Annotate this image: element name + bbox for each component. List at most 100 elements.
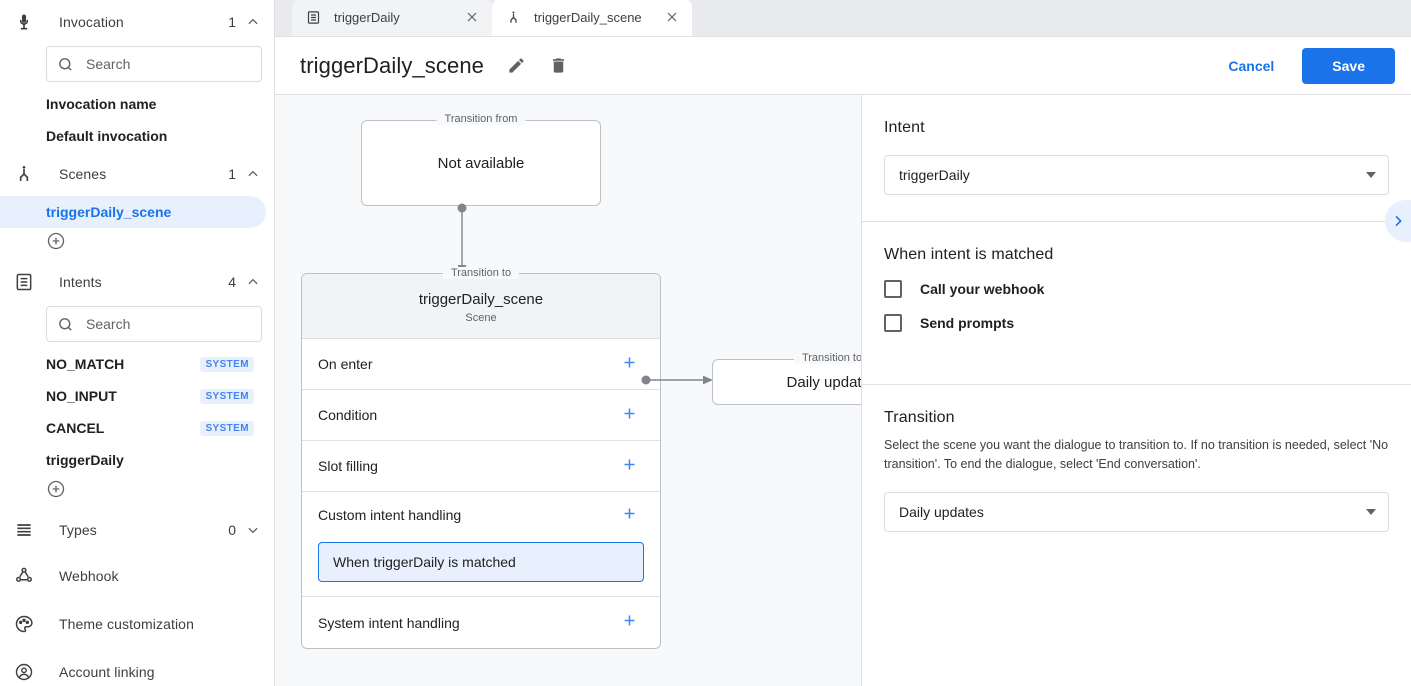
cancel-button[interactable]: Cancel [1214, 49, 1288, 83]
scene-row-system-intent-handling[interactable]: System intent handling [302, 597, 660, 648]
transition-select[interactable]: Daily updates [884, 491, 1389, 532]
transition-section: Transition Select the scene you want the… [862, 385, 1411, 558]
add-intent-icon[interactable] [46, 480, 66, 503]
intents-icon [12, 270, 36, 294]
sidebar-item-label: Account linking [59, 664, 155, 680]
close-icon[interactable] [464, 9, 482, 27]
sidebar-item-label: Invocation name [46, 96, 157, 112]
intents-search-input[interactable] [86, 316, 251, 332]
transition-from-box[interactable]: Transition from Not available [361, 113, 601, 206]
sidebar-item-cancel[interactable]: CANCEL SYSTEM [0, 412, 266, 444]
tab-label: triggerDaily_scene [534, 10, 642, 25]
checkbox-call-your-webhook[interactable]: Call your webhook [884, 280, 1389, 298]
scene-row-custom-intent-handling-block: Custom intent handling When triggerDaily… [302, 492, 660, 597]
sidebar-item-triggerdaily-scene[interactable]: triggerDaily_scene [0, 196, 266, 228]
sidebar-group-label: Invocation [59, 14, 124, 30]
when-intent-matched-heading: When intent is matched [884, 246, 1054, 263]
transition-heading: Transition [884, 409, 955, 426]
status-badge: SYSTEM [200, 388, 254, 404]
connector-horizontal [641, 375, 713, 385]
microphone-icon [12, 10, 36, 34]
sidebar-group-scenes[interactable]: Scenes 1 [0, 152, 274, 196]
checkbox-send-prompts[interactable]: Send prompts [884, 314, 1389, 332]
checkbox-box[interactable] [884, 314, 902, 332]
sidebar-group-types[interactable]: Types 0 [0, 508, 274, 552]
palette-icon [12, 612, 36, 636]
sidebar-item-label: triggerDaily [46, 452, 124, 468]
scene-row-condition[interactable]: Condition [302, 390, 660, 441]
invocation-search-box[interactable] [46, 46, 262, 82]
scene-card-title: triggerDaily_scene [418, 291, 544, 308]
search-icon [59, 57, 72, 71]
tab-label: triggerDaily [334, 10, 400, 25]
plus-icon[interactable] [621, 456, 638, 477]
sidebar-item-label: NO_MATCH [46, 356, 125, 372]
scene-row-label: System intent handling [318, 614, 460, 631]
scene-card-header: triggerDaily_scene Scene [302, 274, 660, 339]
status-badge: SYSTEM [200, 356, 254, 372]
section-gap [884, 332, 1389, 358]
scene-row-on-enter[interactable]: On enter [302, 339, 660, 390]
plus-icon[interactable] [621, 405, 638, 426]
chevron-up-icon[interactable] [246, 167, 260, 181]
page-title: triggerDaily_scene [300, 52, 484, 78]
sidebar-item-no-input[interactable]: NO_INPUT SYSTEM [0, 380, 266, 412]
scene-icon [506, 10, 522, 26]
sidebar-item-invocation-name[interactable]: Invocation name [0, 88, 266, 120]
sidebar-item-label: Default invocation [46, 128, 168, 144]
scene-row-label: Condition [318, 407, 378, 423]
account-circle-icon [12, 660, 36, 684]
search-icon [59, 317, 72, 331]
trash-icon[interactable] [546, 54, 570, 78]
transition-from-value: Not available [437, 154, 525, 172]
sidebar-group-invocation[interactable]: Invocation 1 [0, 0, 274, 44]
scene-card-subtitle: Scene [465, 312, 497, 324]
plus-icon[interactable] [621, 505, 638, 526]
chevron-up-icon[interactable] [246, 275, 260, 289]
list-icon [12, 518, 36, 542]
plus-icon[interactable] [621, 612, 638, 633]
tab-triggerdaily-scene[interactable]: triggerDaily_scene [492, 0, 692, 36]
transition-to-legend: Transition to [442, 267, 520, 279]
scene-row-custom-intent-handling[interactable]: Custom intent handling [302, 492, 660, 538]
transition-to-target-legend: Transition to [793, 352, 861, 364]
sidebar-item-label: NO_INPUT [46, 388, 117, 404]
sidebar-item-account-linking[interactable]: Account linking [0, 648, 274, 686]
save-button[interactable]: Save [1302, 47, 1395, 84]
main-area: triggerDaily triggerDaily_scene triggerD… [275, 0, 1411, 686]
transition-to-target-box[interactable]: Transition to Daily updates [712, 352, 862, 405]
chevron-down-icon[interactable] [246, 523, 260, 537]
sidebar-item-triggerdaily[interactable]: triggerDaily [0, 444, 266, 476]
sidebar-item-theme-customization[interactable]: Theme customization [0, 600, 274, 648]
tab-triggerdaily[interactable]: triggerDaily [292, 0, 492, 36]
chevron-up-icon[interactable] [246, 15, 260, 29]
pencil-icon[interactable] [504, 54, 528, 78]
transition-to-target-value: Daily updates [786, 373, 862, 391]
plus-icon[interactable] [621, 354, 638, 375]
invocation-search-input[interactable] [86, 56, 251, 72]
intent-handler-chip[interactable]: When triggerDaily is matched [318, 542, 644, 582]
transition-from-legend: Transition from [436, 113, 526, 125]
sidebar-item-default-invocation[interactable]: Default invocation [0, 120, 266, 152]
add-intent-row [0, 476, 274, 508]
sidebar-group-intents[interactable]: Intents 4 [0, 260, 274, 304]
checkbox-box[interactable] [884, 280, 902, 298]
intents-search-box[interactable] [46, 306, 262, 342]
invocation-search-wrap [0, 44, 274, 88]
scene-canvas[interactable]: Transition from Not available Transition… [275, 95, 862, 686]
checkbox-label: Send prompts [920, 315, 1015, 331]
scene-card[interactable]: Transition to triggerDaily_scene Scene O… [301, 267, 661, 649]
transition-select-value: Daily updates [899, 503, 984, 520]
intent-select[interactable]: triggerDaily [884, 155, 1389, 195]
scene-row-label: Slot filling [318, 458, 378, 474]
add-scene-icon[interactable] [46, 232, 66, 255]
sidebar-item-webhook[interactable]: Webhook [0, 552, 274, 600]
sidebar-group-count: 1 [228, 14, 236, 30]
scene-row-slot-filling[interactable]: Slot filling [302, 441, 660, 492]
sidebar-group-label: Types [59, 522, 97, 538]
close-icon[interactable] [664, 9, 682, 27]
sidebar-group-count: 1 [228, 166, 236, 182]
sidebar-item-no-match[interactable]: NO_MATCH SYSTEM [0, 348, 266, 380]
scene-row-label: Custom intent handling [318, 507, 462, 523]
status-badge: SYSTEM [200, 420, 254, 436]
